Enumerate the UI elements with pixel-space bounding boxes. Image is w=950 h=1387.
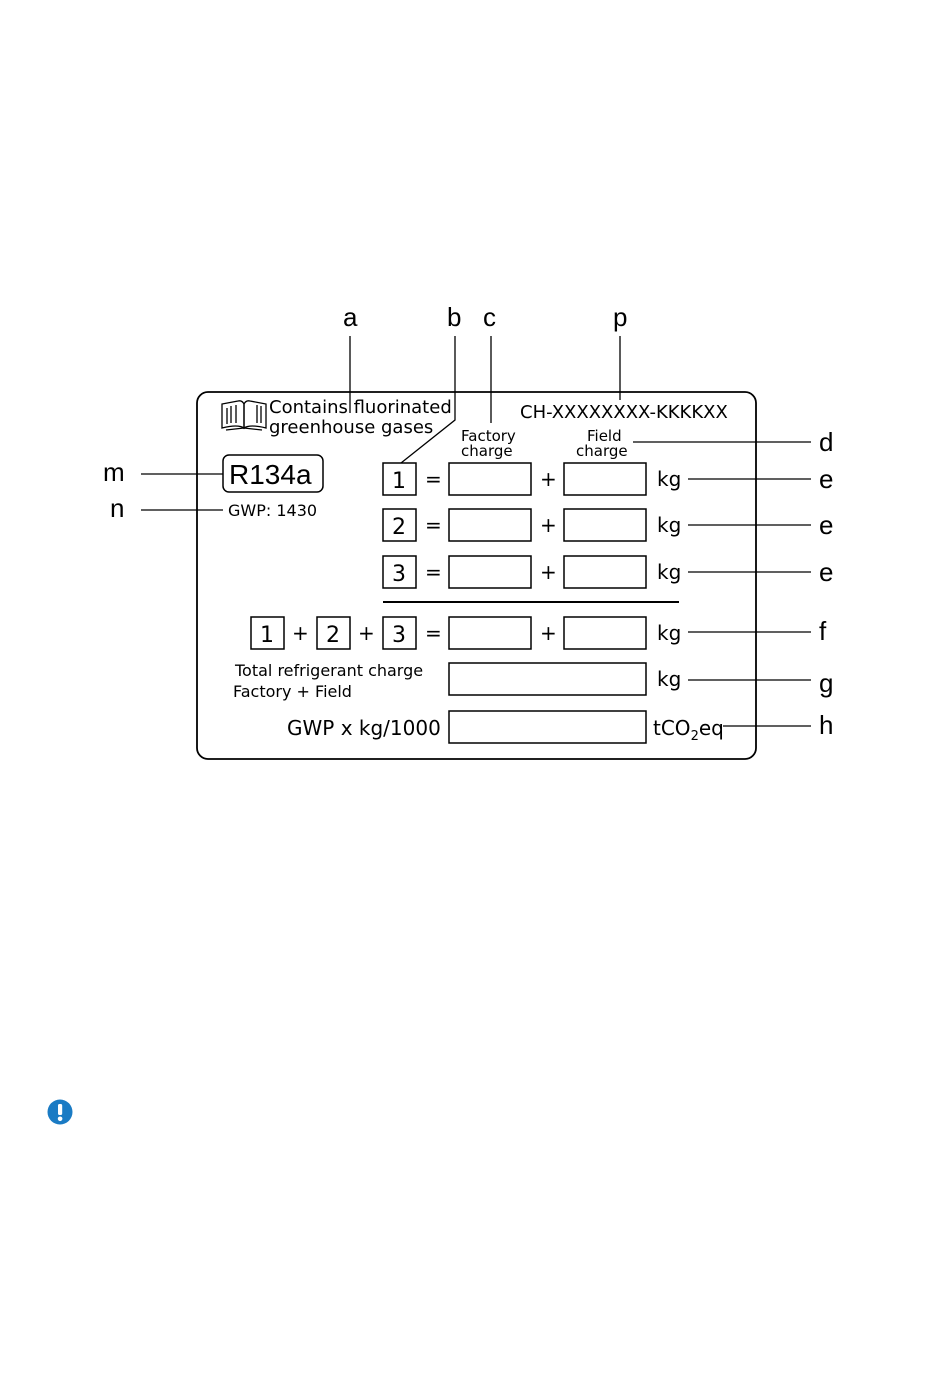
callout-g: g [819, 668, 833, 698]
field-charge-total-field[interactable] [564, 617, 646, 649]
equals-1: = [425, 467, 442, 491]
sum-number-1: 1 [260, 623, 274, 648]
field-charge-field-2[interactable] [564, 509, 646, 541]
plus-2: + [540, 513, 557, 537]
callout-m: m [103, 457, 125, 487]
sum-plus-2: + [358, 621, 375, 645]
total-line2: Factory + Field [233, 682, 352, 701]
field-charge-field-1[interactable] [564, 463, 646, 495]
callout-e-3: e [819, 557, 833, 587]
callout-n: n [110, 493, 124, 523]
total-line1: Total refrigerant charge [234, 661, 423, 680]
factory-charge-field-2[interactable] [449, 509, 531, 541]
callout-e-2: e [819, 510, 833, 540]
callout-f: f [819, 616, 827, 646]
circuit-number-1: 1 [392, 469, 406, 494]
plus-1: + [540, 467, 557, 491]
sum-plus-3: + [540, 621, 557, 645]
sum-number-3: 3 [392, 623, 406, 648]
equals-3: = [425, 560, 442, 584]
callout-d: d [819, 427, 833, 457]
circuit-number-2: 2 [392, 515, 406, 540]
unit-kg-3: kg [657, 560, 681, 584]
field-charge-field-3[interactable] [564, 556, 646, 588]
gwp-value: GWP: 1430 [228, 501, 317, 520]
plus-3: + [540, 560, 557, 584]
callout-p: p [613, 302, 627, 332]
contains-line1: Contains fluorinated [269, 397, 452, 418]
factory-charge-field-3[interactable] [449, 556, 531, 588]
refrigerant-name: R134a [229, 459, 312, 490]
total-charge-field[interactable] [449, 663, 646, 695]
unit-kg-2: kg [657, 513, 681, 537]
circuit-number-3: 3 [392, 562, 406, 587]
gwp-formula: GWP x kg/1000 [287, 716, 441, 740]
unit-co2-eq: tCO2eq [653, 716, 724, 744]
sum-equals: = [425, 621, 442, 645]
callout-h: h [819, 710, 833, 740]
co2-equivalent-field[interactable] [449, 711, 646, 743]
contains-line2: greenhouse gases [269, 417, 433, 438]
sum-number-2: 2 [326, 623, 340, 648]
factory-charge-field-1[interactable] [449, 463, 531, 495]
serial-number: CH-XXXXXXXX-KKKKXX [520, 402, 728, 423]
unit-kg-1: kg [657, 467, 681, 491]
field-header-line2: charge [576, 442, 628, 460]
exclamation-circle-icon [47, 1099, 73, 1125]
callout-c: c [483, 302, 496, 332]
sum-plus-1: + [292, 621, 309, 645]
factory-charge-total-field[interactable] [449, 617, 531, 649]
unit-kg-total: kg [657, 667, 681, 691]
factory-header-line2: charge [461, 442, 513, 460]
equals-2: = [425, 513, 442, 537]
unit-kg-sum: kg [657, 621, 681, 645]
callout-e-1: e [819, 464, 833, 494]
callout-b: b [447, 302, 461, 332]
callout-a: a [343, 302, 358, 332]
